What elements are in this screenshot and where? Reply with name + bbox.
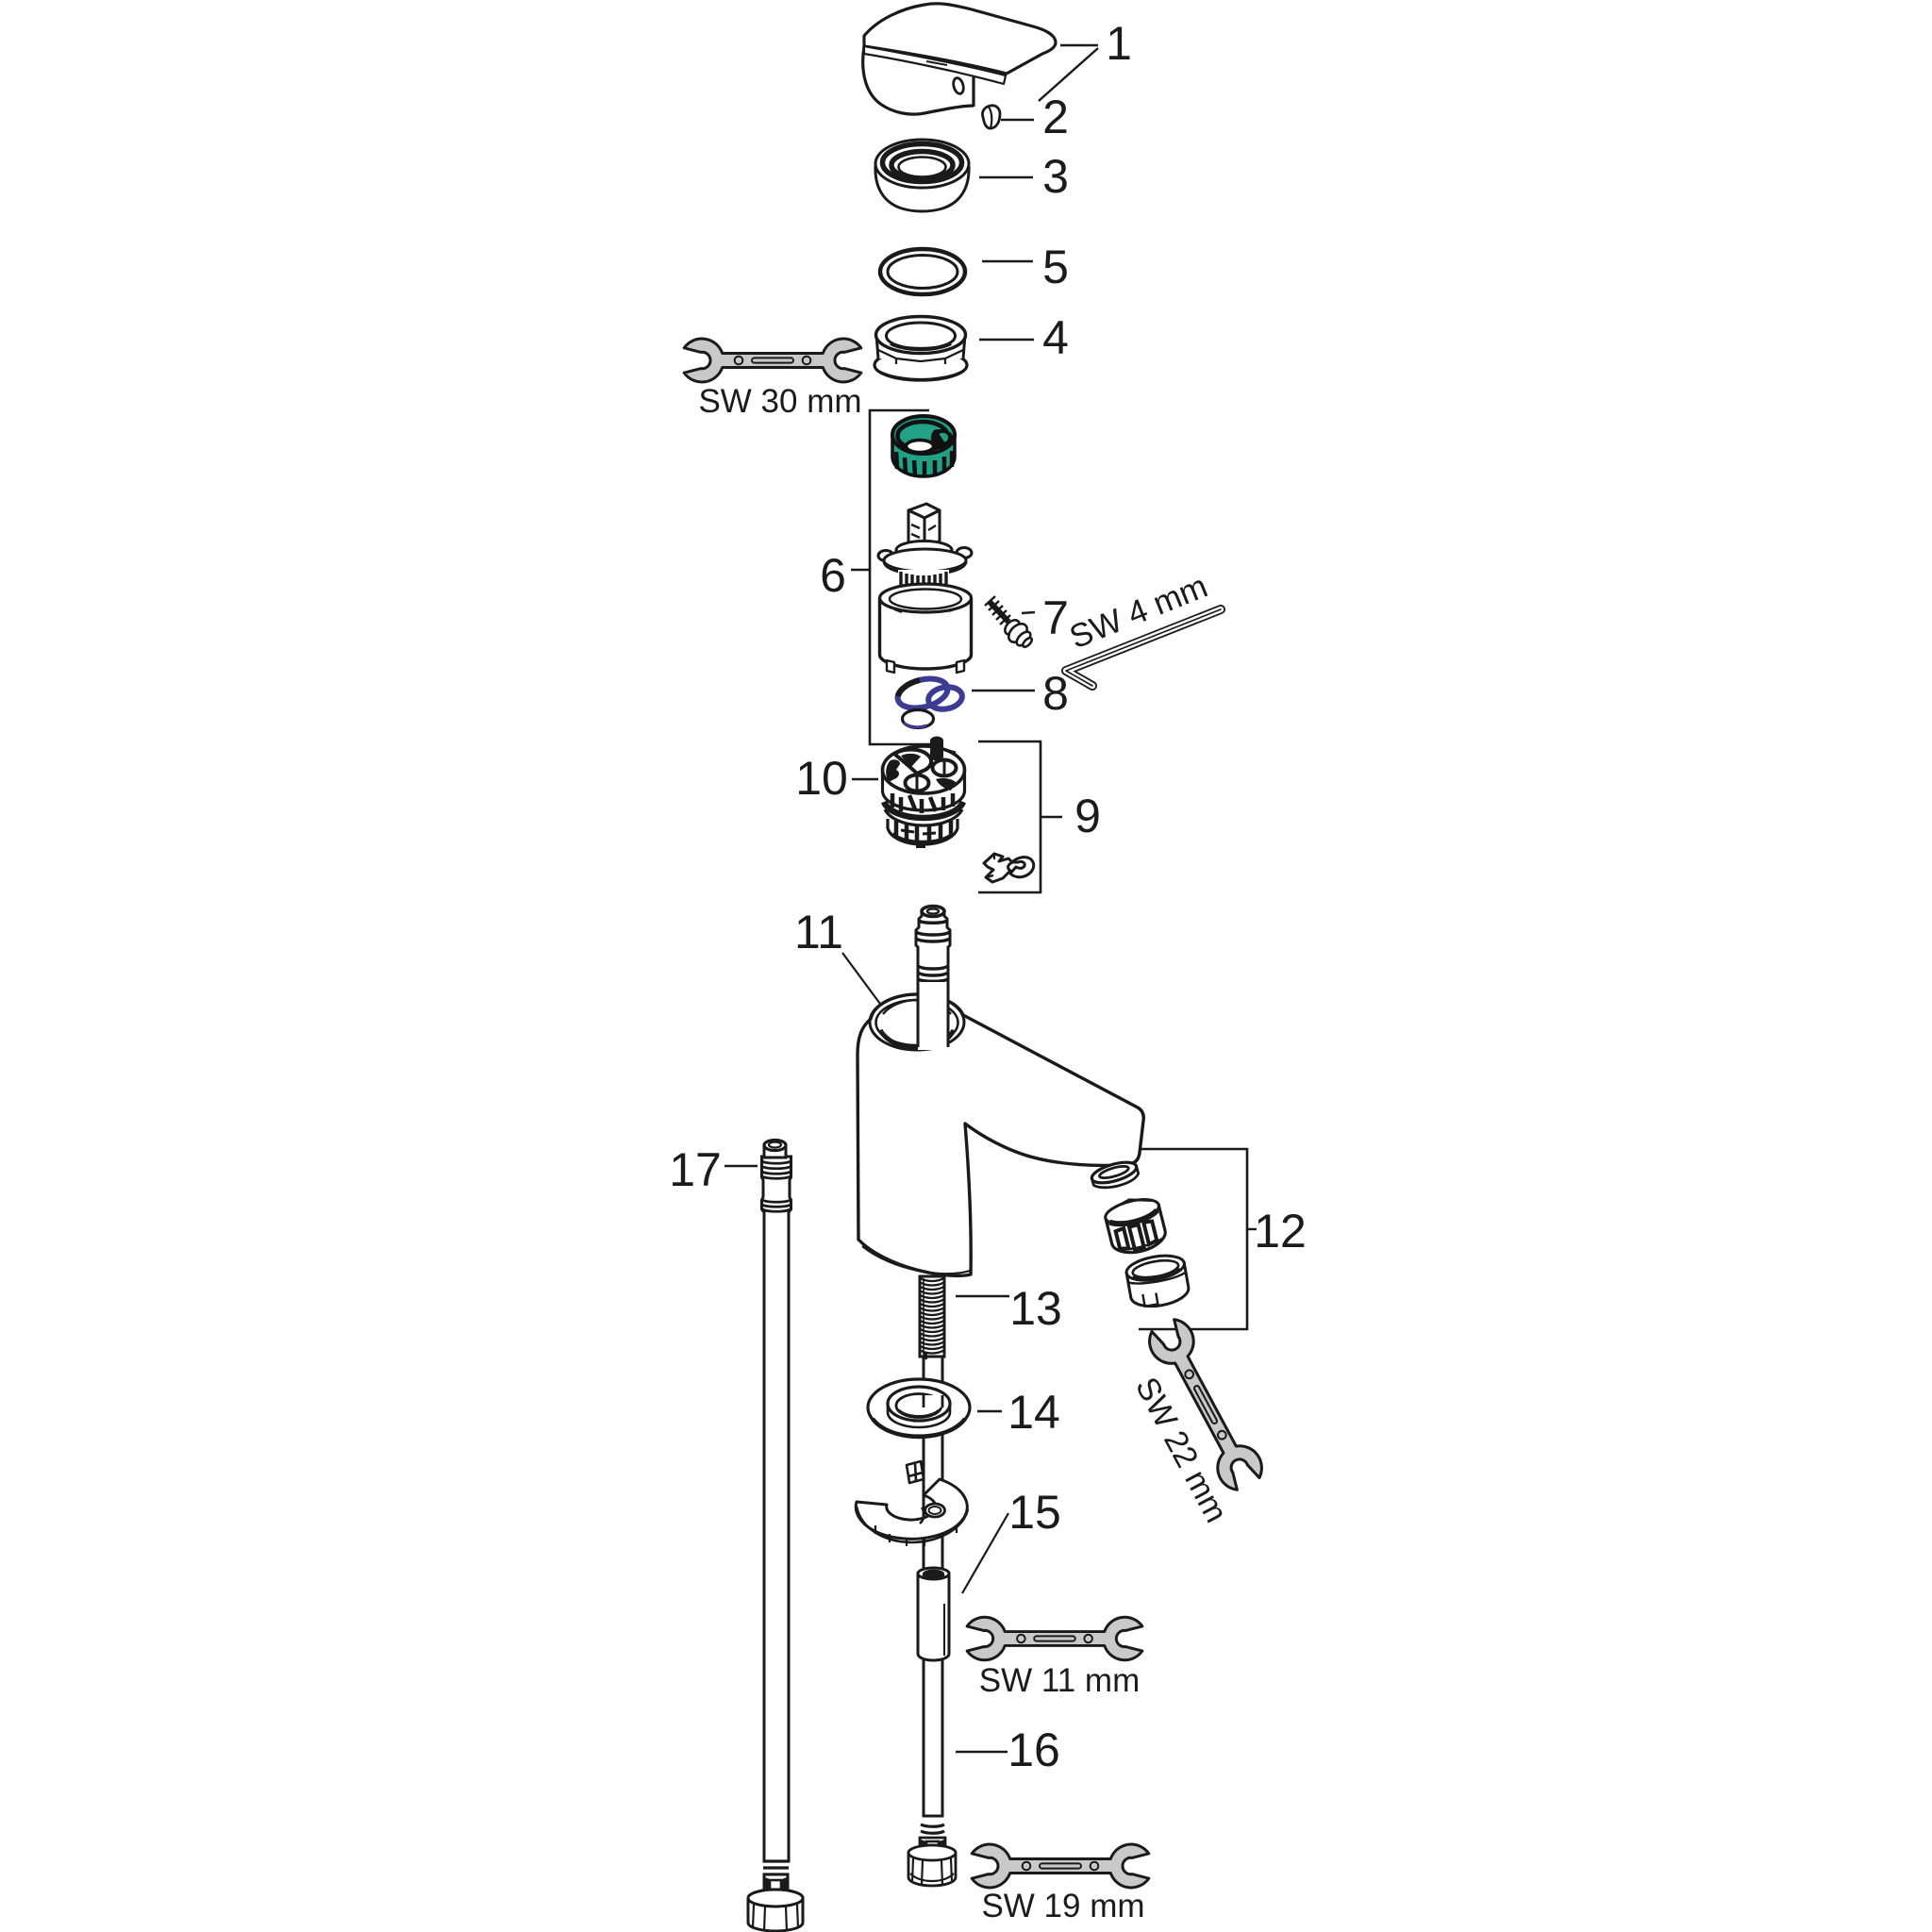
svg-text:15: 15 [1008, 1486, 1061, 1539]
svg-text:11: 11 [794, 906, 843, 958]
svg-text:16: 16 [1008, 1724, 1060, 1776]
svg-text:9: 9 [1074, 790, 1101, 842]
svg-text:SW 19 mm: SW 19 mm [981, 1888, 1144, 1924]
svg-text:3: 3 [1042, 150, 1069, 203]
svg-text:SW 11 mm: SW 11 mm [979, 1662, 1140, 1699]
svg-text:6: 6 [820, 549, 846, 602]
svg-text:8: 8 [1042, 667, 1069, 720]
svg-text:1: 1 [1106, 17, 1132, 70]
svg-text:10: 10 [795, 752, 848, 805]
svg-text:4: 4 [1042, 311, 1069, 364]
svg-text:2: 2 [1042, 91, 1069, 143]
svg-text:17: 17 [669, 1143, 722, 1196]
svg-text:5: 5 [1042, 241, 1069, 293]
svg-text:SW 30 mm: SW 30 mm [698, 383, 861, 420]
svg-text:13: 13 [1009, 1282, 1062, 1335]
svg-text:14: 14 [1008, 1386, 1060, 1439]
svg-text:7: 7 [1042, 591, 1069, 644]
svg-text:12: 12 [1254, 1205, 1307, 1257]
